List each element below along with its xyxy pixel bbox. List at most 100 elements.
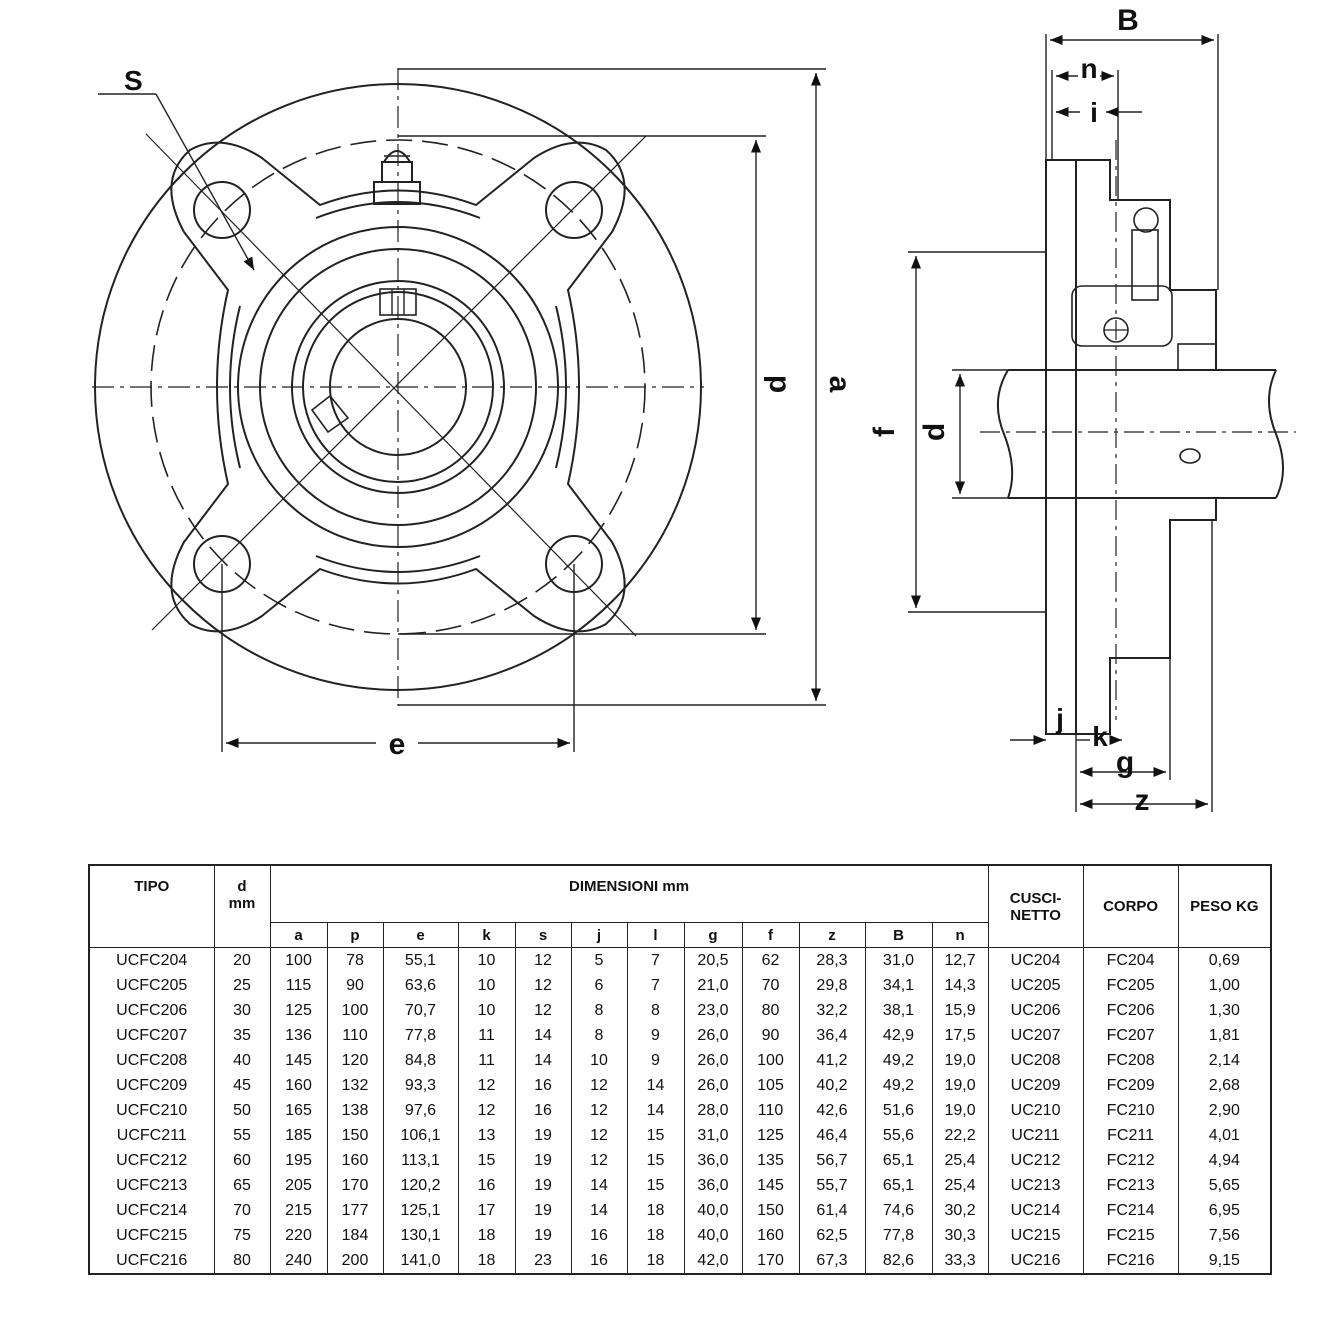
table-cell: 205 (269, 1173, 328, 1198)
table-cell: 67,3 (798, 1248, 866, 1275)
table-cell: 97,6 (382, 1098, 459, 1123)
table-cell: 30,2 (931, 1198, 989, 1223)
table-cell: 165 (269, 1098, 328, 1123)
header-d-unit: mm (228, 895, 256, 912)
table-cell: UCFC213 (88, 1173, 215, 1198)
front-centerlines (92, 68, 704, 706)
left-recess (229, 305, 241, 469)
table-cell: 25,4 (931, 1173, 989, 1198)
table-cell: 100 (269, 947, 328, 973)
table-cell: 90 (741, 1023, 800, 1048)
table-cell: 15 (626, 1123, 685, 1148)
table-cell: 136 (269, 1023, 328, 1048)
table-cell: 12,7 (931, 947, 989, 973)
table-cell: 62 (741, 947, 800, 973)
table-cell: 132 (326, 1073, 384, 1098)
table-cell: 120 (326, 1048, 384, 1073)
table-cell: 12 (457, 1098, 516, 1123)
table-cell: 78 (326, 947, 384, 973)
table-cell: 36,0 (683, 1173, 743, 1198)
table-cell: 55 (213, 1123, 271, 1148)
table-cell: 4,94 (1177, 1148, 1272, 1173)
grease-nipple-base (373, 181, 421, 205)
table-cell: 2,14 (1177, 1048, 1272, 1073)
table-cell: 55,6 (864, 1123, 933, 1148)
table-cell: 19 (514, 1223, 572, 1248)
table-cell: 177 (326, 1198, 384, 1223)
table-cell: 170 (741, 1248, 800, 1275)
table-cell: 130,1 (382, 1223, 459, 1248)
table-cell: 18 (626, 1198, 685, 1223)
table-cell: 100 (741, 1048, 800, 1073)
table-cell: 16 (514, 1098, 572, 1123)
label-j: j (1055, 703, 1064, 734)
side-centerlines (980, 140, 1296, 720)
table-cell: 17 (457, 1198, 516, 1223)
table-cell: 240 (269, 1248, 328, 1275)
table-cell: 42,9 (864, 1023, 933, 1048)
table-cell: 10 (570, 1048, 628, 1073)
table-cell: UC215 (987, 1223, 1084, 1248)
table-cell: 220 (269, 1223, 328, 1248)
table-cell: 5,65 (1177, 1173, 1272, 1198)
table-cell: 110 (326, 1023, 384, 1048)
technical-drawing: S p a e (92, 4, 1296, 817)
table-cell: 40 (213, 1048, 271, 1073)
header-cuscinetto-line: CUSCI- (1009, 889, 1062, 907)
four-arm-body (170, 141, 626, 633)
table-cell: 17,5 (931, 1023, 989, 1048)
table-cell: 29,8 (798, 973, 866, 998)
table-cell: 12 (570, 1123, 628, 1148)
table-cell: 14 (514, 1048, 572, 1073)
table-cell: 184 (326, 1223, 384, 1248)
table-cell: UCFC211 (88, 1123, 215, 1148)
table-cell: 46,4 (798, 1123, 866, 1148)
table-cell: 115 (269, 973, 328, 998)
table-cell: 32,2 (798, 998, 866, 1023)
table-cell: 19,0 (931, 1073, 989, 1098)
label-e: e (389, 728, 406, 761)
table-cell: 70 (741, 973, 800, 998)
table-cell: FC211 (1082, 1123, 1179, 1148)
header-dim-n: n (931, 922, 989, 948)
bolt-hole-top-right (545, 181, 603, 239)
header-dim-b: B (864, 922, 933, 948)
table-cell: 110 (741, 1098, 800, 1123)
table-cell: 7 (626, 973, 685, 998)
table-cell: UCFC206 (88, 998, 215, 1023)
header-dim-z: z (798, 922, 866, 948)
table-cell: 1,00 (1177, 973, 1272, 998)
table-cell: 135 (741, 1148, 800, 1173)
table-cell: 215 (269, 1198, 328, 1223)
table-cell: 25 (213, 973, 271, 998)
table-cell: 9 (626, 1023, 685, 1048)
table-cell: 20,5 (683, 947, 743, 973)
table-cell: UC216 (987, 1248, 1084, 1275)
table-cell: UCFC204 (88, 947, 215, 973)
table-cell: 18 (457, 1248, 516, 1275)
table-cell: 16 (570, 1223, 628, 1248)
header-peso: PESO KG (1177, 864, 1272, 948)
bolt-hole-top-left (193, 181, 251, 239)
table-cell: FC210 (1082, 1098, 1179, 1123)
table-cell: 93,3 (382, 1073, 459, 1098)
table-cell: 106,1 (382, 1123, 459, 1148)
front-dimensions (98, 68, 826, 752)
table-cell: 10 (457, 973, 516, 998)
table-cell: 28,3 (798, 947, 866, 973)
table-cell: 7,56 (1177, 1223, 1272, 1248)
table-cell: 150 (741, 1198, 800, 1223)
table-cell: FC215 (1082, 1223, 1179, 1248)
table-cell: UCFC214 (88, 1198, 215, 1223)
header-dim-f: f (741, 922, 800, 948)
table-cell: 35 (213, 1023, 271, 1048)
table-cell: 12 (514, 998, 572, 1023)
table-cell: 4,01 (1177, 1123, 1272, 1148)
side-view (996, 159, 1284, 735)
